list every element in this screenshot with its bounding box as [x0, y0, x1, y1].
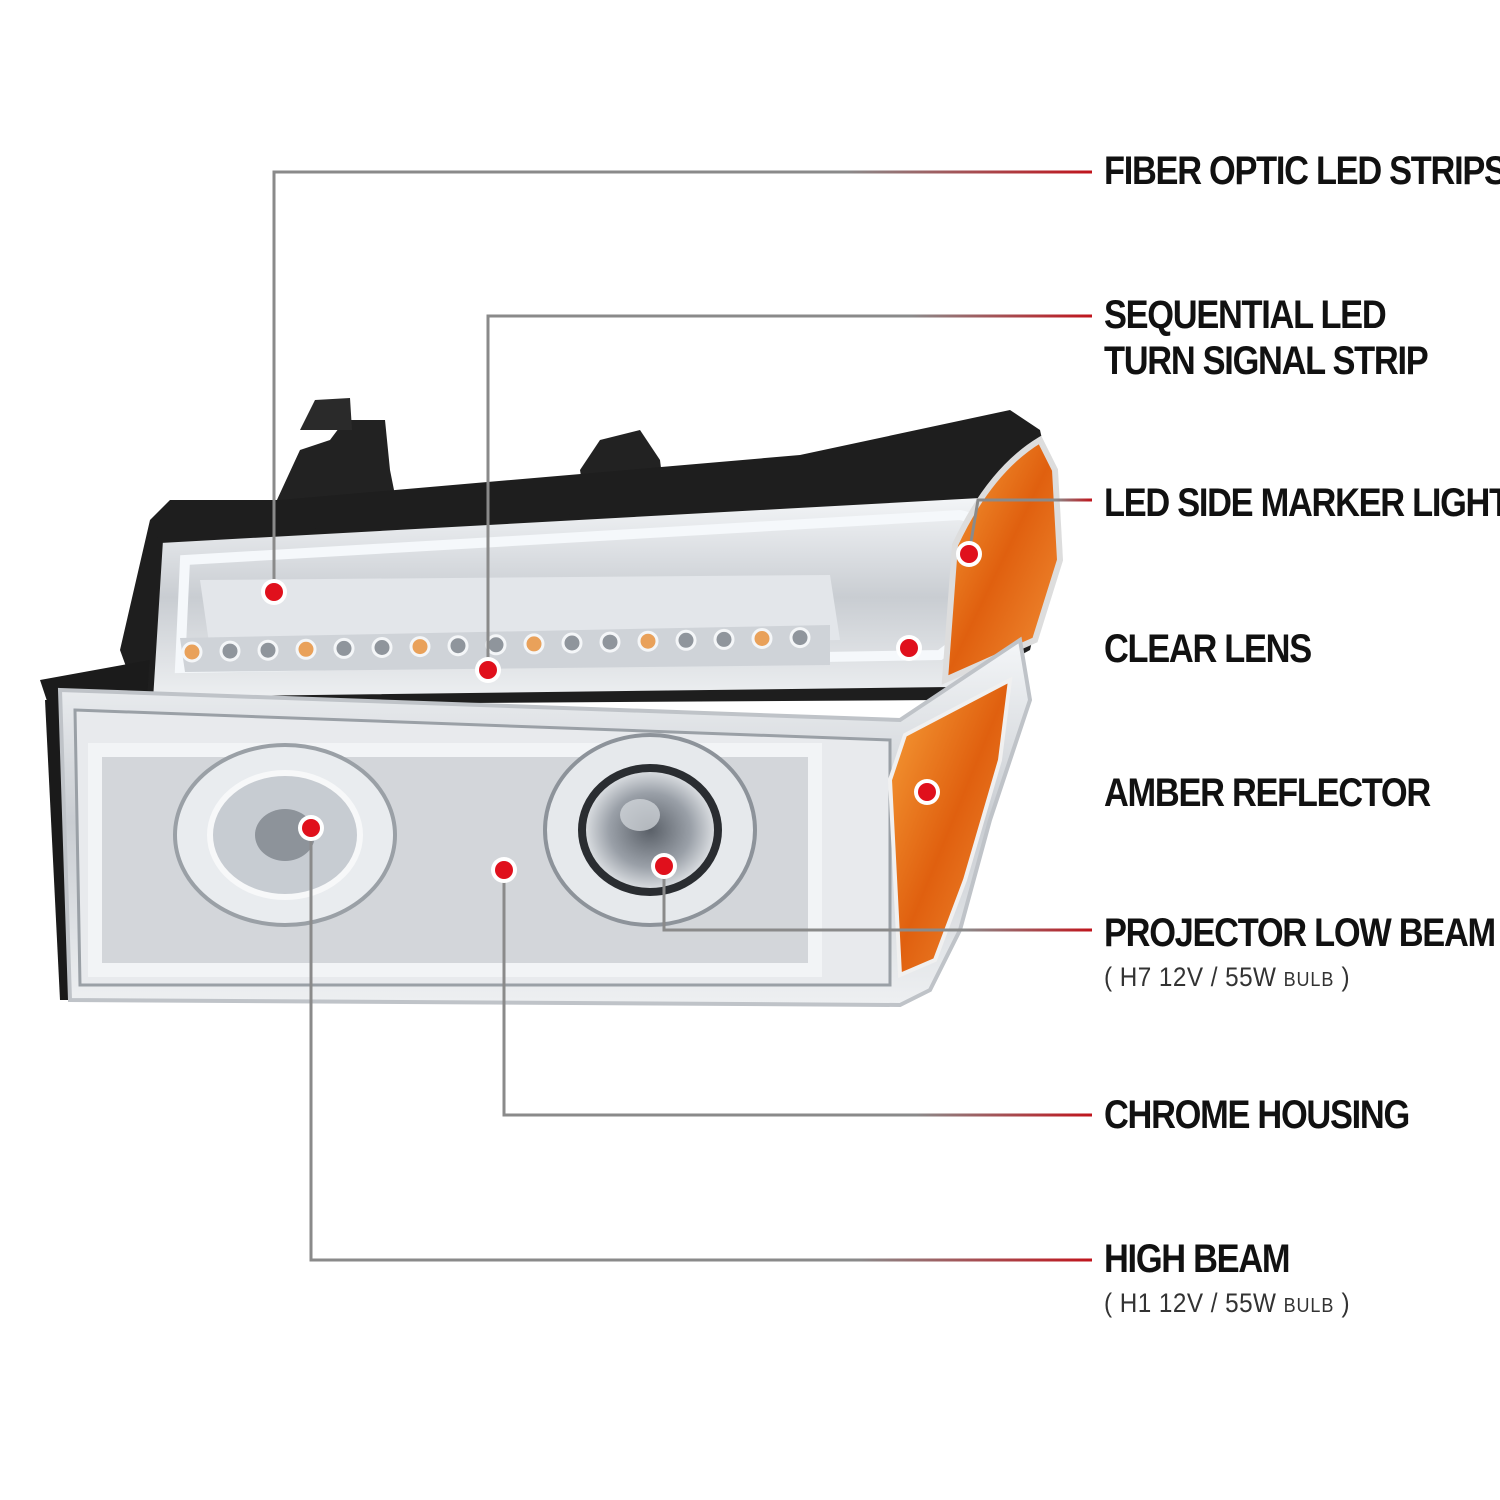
callout-dot-side-marker [956, 541, 982, 567]
amber-reflector-lens [887, 676, 1013, 978]
led-bead [523, 633, 545, 655]
led-bead [447, 635, 469, 657]
label-fiber-optic: FIBER OPTIC LED STRIPS [1104, 149, 1500, 193]
low-beam-bulb-text: BULB [1283, 969, 1335, 991]
label-sequential-2: TURN SIGNAL STRIP [1104, 339, 1429, 383]
led-bead [599, 631, 621, 653]
label-low-beam-spec: ( H7 12V / 55W BULB ) [1104, 962, 1350, 995]
led-bead [181, 641, 203, 663]
leader-lines [272, 170, 1092, 1262]
led-bead [257, 639, 279, 661]
led-bead [409, 636, 431, 658]
callout-dot-chrome [491, 857, 517, 883]
high-beam-spec-text: ( H1 12V / 55W [1104, 1288, 1284, 1318]
led-bead [751, 628, 773, 649]
label-clear-lens: CLEAR LENS [1104, 627, 1312, 671]
callout-dot-amber [914, 779, 940, 805]
callout-dots [261, 541, 982, 883]
low-beam-close-text: ) [1334, 962, 1350, 992]
callout-dot-high-beam [298, 815, 324, 841]
label-high-beam: HIGH BEAM [1104, 1237, 1291, 1281]
label-amber-reflector: AMBER REFLECTOR [1104, 771, 1431, 815]
led-bead [675, 629, 697, 651]
led-bead [219, 640, 241, 662]
sequential-led-row [181, 627, 811, 663]
led-bead [789, 627, 811, 649]
label-low-beam: PROJECTOR LOW BEAM [1104, 911, 1496, 955]
led-bead [295, 638, 317, 660]
label-sequential-1: SEQUENTIAL LED [1104, 293, 1387, 337]
label-side-marker: LED SIDE MARKER LIGHT [1104, 481, 1500, 525]
led-bead [637, 630, 659, 652]
callout-dot-fiber [261, 579, 287, 605]
projector-low-beam [543, 733, 757, 927]
callout-dot-low-beam [651, 853, 677, 879]
callout-dot-clear-lens [896, 635, 922, 661]
high-beam-close-text: ) [1334, 1288, 1350, 1318]
label-high-beam-spec: ( H1 12V / 55W BULB ) [1104, 1288, 1350, 1321]
high-beam-bulb-text: BULB [1283, 1295, 1335, 1317]
led-bead [371, 637, 393, 658]
led-bead [333, 637, 355, 659]
callout-dot-sequential [475, 657, 501, 683]
led-bead [561, 632, 583, 654]
led-bead [713, 628, 735, 650]
led-bead [485, 634, 507, 656]
label-chrome-housing: CHROME HOUSING [1104, 1093, 1410, 1137]
high-beam-reflector [173, 743, 397, 927]
low-beam-spec-text: ( H7 12V / 55W [1104, 962, 1284, 992]
